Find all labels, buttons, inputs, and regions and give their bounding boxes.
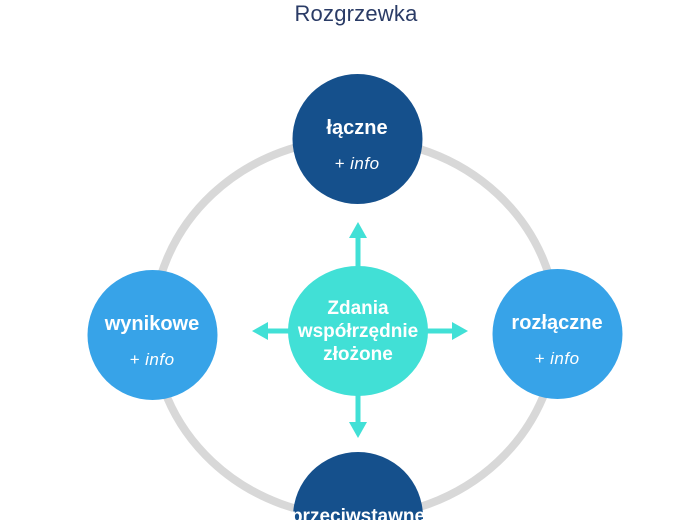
page-title: Rozgrzewka: [294, 1, 418, 26]
center-node-circle[interactable]: [288, 266, 428, 396]
node-right-info-button[interactable]: + info: [534, 349, 580, 368]
node-bottom-circle[interactable]: [293, 452, 423, 520]
node-left-info-button[interactable]: + info: [129, 350, 175, 369]
arrow-up-head-icon: [349, 222, 367, 238]
arrow-right-head-icon: [452, 322, 468, 340]
arrow-left-head-icon: [252, 322, 268, 340]
node-top-circle[interactable]: [292, 74, 423, 204]
node-left-circle[interactable]: [87, 270, 218, 400]
node-right-circle[interactable]: [492, 269, 623, 399]
node-top-info-button[interactable]: + info: [334, 154, 380, 173]
arrow-down-head-icon: [349, 422, 367, 438]
